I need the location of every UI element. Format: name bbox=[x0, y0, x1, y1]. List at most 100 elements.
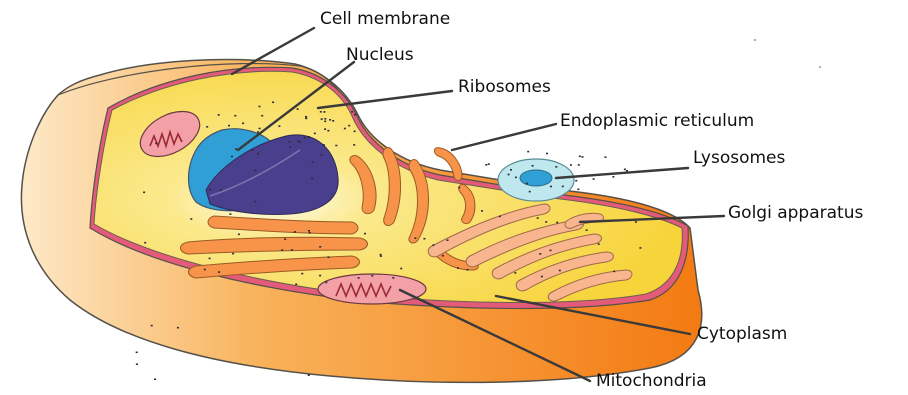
ribosome-dot bbox=[308, 374, 310, 376]
ribosome-dot bbox=[467, 269, 469, 271]
mitochondrion-lower bbox=[318, 274, 426, 304]
ribosome-dot bbox=[541, 276, 543, 278]
ribosome-dot bbox=[289, 141, 291, 143]
ribosome-dot bbox=[294, 231, 296, 233]
ribosome-dot bbox=[319, 246, 321, 248]
ribosome-dot bbox=[328, 256, 330, 258]
leader-lysosomes bbox=[556, 168, 688, 178]
ribosome-dot bbox=[257, 131, 259, 133]
ribosome-dot bbox=[392, 277, 394, 279]
ribosome-dot bbox=[344, 128, 346, 130]
ribosome-dot bbox=[586, 229, 588, 231]
ribosome-dot bbox=[261, 115, 263, 117]
ribosome-dot bbox=[235, 148, 237, 150]
ribosome-dot bbox=[332, 120, 334, 122]
ribosome-dot bbox=[327, 130, 329, 132]
ribosome-dot bbox=[305, 116, 307, 118]
ribosome-dot bbox=[380, 255, 382, 257]
ribosome-dot bbox=[414, 237, 416, 239]
ribosome-dot bbox=[323, 144, 325, 146]
ribosome-dot bbox=[272, 102, 274, 104]
ribosome-dot bbox=[144, 242, 146, 244]
ribosome-dot bbox=[550, 186, 552, 188]
ribosome-dot bbox=[348, 125, 350, 127]
ribosome-dot bbox=[305, 118, 307, 120]
ribosome-dot bbox=[593, 178, 595, 180]
ribosome-dot bbox=[321, 154, 323, 156]
ribosome-dot bbox=[635, 221, 637, 223]
ribosome-dot bbox=[284, 238, 286, 240]
ribosome-dot bbox=[423, 238, 425, 240]
ribosome-dot bbox=[278, 125, 280, 127]
ribosome-dot bbox=[311, 178, 313, 180]
ribosome-dot bbox=[605, 156, 607, 158]
ribosome-dot bbox=[578, 164, 580, 166]
ribosome-dot bbox=[234, 115, 236, 117]
ribosome-dot bbox=[550, 250, 552, 252]
ribosome-dot bbox=[206, 126, 208, 128]
ribosome-dot bbox=[639, 247, 641, 249]
ribosome-dot bbox=[508, 174, 510, 176]
ribosome-dot bbox=[598, 243, 600, 245]
ribosome-dot bbox=[546, 153, 548, 155]
ribosome-dot bbox=[136, 352, 138, 354]
ribosome-dot bbox=[320, 111, 322, 113]
ribosome-dot bbox=[626, 170, 628, 172]
ribosome-dot bbox=[371, 275, 373, 277]
ribosome-dot bbox=[177, 327, 179, 329]
ribosome-dot bbox=[295, 284, 297, 286]
ribosome-dot bbox=[254, 170, 256, 172]
ribosome-dot bbox=[143, 192, 145, 194]
ribosome-dot bbox=[499, 216, 501, 218]
ribosome-dot bbox=[238, 234, 240, 236]
lysosome bbox=[498, 159, 574, 201]
ribosome-dot bbox=[309, 232, 311, 234]
ribosome-dot bbox=[545, 221, 547, 223]
ribosome-dot bbox=[335, 145, 337, 147]
ribosome-dot bbox=[259, 106, 261, 108]
ribosome-dot bbox=[291, 249, 293, 251]
ribosome-dot bbox=[254, 201, 256, 203]
ribosome-dot bbox=[151, 325, 153, 327]
ribosome-dot bbox=[354, 114, 356, 116]
ribosome-dot bbox=[301, 273, 303, 275]
ribosome-dot bbox=[457, 267, 459, 269]
ribosome-dot bbox=[289, 146, 291, 148]
label-endoplasmic-reticulum: Endoplasmic reticulum bbox=[560, 113, 754, 130]
label-nucleus: Nucleus bbox=[346, 47, 414, 64]
ribosome-dot bbox=[257, 153, 259, 155]
ribosome-dot bbox=[190, 218, 192, 220]
ribosome-dot bbox=[624, 169, 626, 171]
ribosome-dot bbox=[314, 133, 316, 135]
ribosome-dot bbox=[228, 125, 230, 127]
ribosome-dot bbox=[529, 191, 531, 193]
ribosome-dot bbox=[358, 277, 360, 279]
ribosome-dot bbox=[515, 177, 517, 179]
ribosome-dot bbox=[458, 187, 460, 189]
ribosome-dot bbox=[154, 378, 156, 380]
ribosome-dot bbox=[532, 165, 534, 167]
ribosome-dot bbox=[354, 131, 356, 133]
ribosome-dot bbox=[220, 189, 222, 191]
ribosome-dot bbox=[447, 239, 449, 241]
ribosome-dot bbox=[485, 164, 487, 166]
ribosome-dot bbox=[209, 258, 211, 260]
ribosome-dot bbox=[218, 271, 220, 273]
ribosome-dot bbox=[218, 114, 220, 116]
ribosome-dot bbox=[526, 183, 528, 185]
ribosome-dot bbox=[570, 164, 572, 166]
ribosome-dot bbox=[442, 255, 444, 257]
ribosome-dot bbox=[613, 271, 615, 273]
label-cytoplasm: Cytoplasm bbox=[697, 326, 787, 343]
ribosome-dot bbox=[351, 111, 353, 113]
ribosome-dot bbox=[537, 217, 539, 219]
ribosome-dot bbox=[259, 128, 261, 130]
ribosome-dot bbox=[556, 222, 558, 224]
ribosome-dot bbox=[229, 213, 231, 215]
ribosome-dot bbox=[281, 249, 283, 251]
ribosome-dot bbox=[324, 128, 326, 130]
leader-endoplasmic-reticulum bbox=[452, 124, 556, 150]
ribosome-dot bbox=[232, 253, 234, 255]
ribosome-dot bbox=[325, 282, 327, 284]
ribosome-dot bbox=[353, 144, 355, 146]
